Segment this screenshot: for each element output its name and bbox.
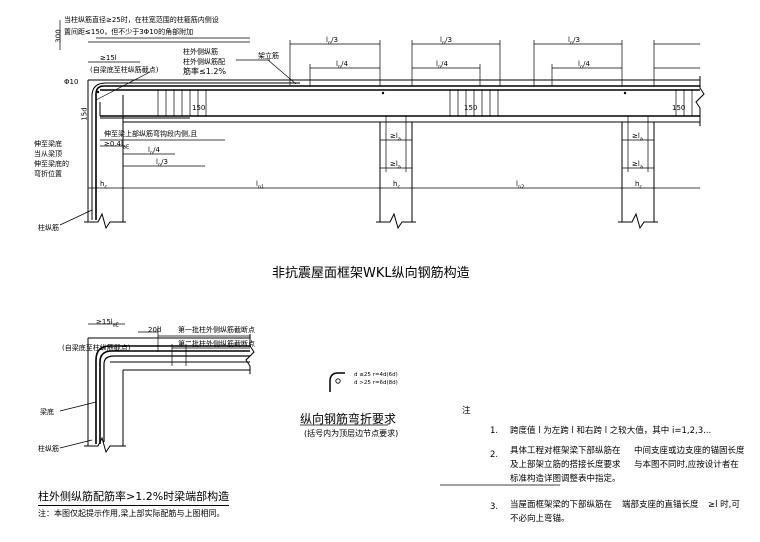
bottom-rebar-note-1: 伸至梁上部纵筋弯钩段内侧,且 [104,130,198,138]
bend-legend-1: d ≤25 r=4d(6d) [354,372,398,378]
side-note-2: 当从梁顶 [34,150,62,158]
ln2-label: ln2 [516,180,525,191]
hc-label-2: hc [393,180,401,191]
ln4-label-c: ln/4 [578,60,590,71]
note-3-text-c: ≥l 时,可 [708,500,740,510]
second-batch-label: 第二批柱外侧纵筋截断点 [178,340,255,348]
note-2-text-c: 及上部架立筋的搭接长度要求 [510,460,621,470]
note-1-text: 跨度值 l 为左跨 l 和右跨 l 之较大值，其中 i=1,2,3... [510,426,712,436]
notes-heading: 注 [462,406,471,416]
overlap-label: 架立筋 [258,52,279,60]
dim-300: 300 [54,29,63,43]
note-2-text-e: 标准构造详图调整表中指定。 [510,474,621,484]
note-3-num: 3. [490,502,499,512]
bend-legend-2: d >25 r=6d(8d) [354,380,398,386]
dim-150-c: 150 [672,104,686,112]
note-2-text-d: 与本图不同时,应按设计者在 [634,460,739,470]
corner-note-1: 当柱纵筋直径≥25时，在柱宽范围的柱箍筋内侧设 [64,16,219,24]
corner-note-2: 置间距≤150，但不少于3Φ10的角部附加 [64,28,194,36]
side-note-4: 弯折位置 [34,170,62,178]
dim-150-b: 150 [464,104,478,112]
first-batch-label: 第一批柱外侧纵筋截断点 [178,326,255,334]
ln1-label: ln1 [256,180,265,191]
ln3-label-c: ln/3 [568,36,580,47]
ln4-label-a: ln/4 [336,60,348,71]
dim-15-vertical: 15d [80,107,89,121]
bend-detail-title: 纵向钢筋弯折要求 [300,412,397,426]
note-2-text-b: 中间支座或边支座的锚固长度 [634,446,745,456]
note-3-text-d: 不必向上弯锚。 [510,514,570,524]
col-outer-3: 筋率≤1.2% [183,67,227,76]
lower-column-rebar-label: 柱纵筋 [38,445,59,453]
lae-label-2: ≥la [632,132,643,143]
lower-left-title: 柱外侧纵筋配筋率>1.2%时梁端部构造 [38,488,230,506]
r-d-label: Φ10 [64,78,79,86]
side-note-1: 伸至梁底 [34,140,62,148]
bend-detail-subtitle: (括号内为顶层边节点要求) [304,429,399,438]
hc-label-3: hc [635,180,643,191]
ln3-label-a: ln/3 [326,36,338,47]
lae-label-1b: ≥la [390,160,401,171]
lower-dim-20d: 20d [148,326,162,334]
from-beam-bottom: (自梁底至柱纵筋截点) [90,66,159,74]
note-3-text-a: 当屋面框架梁的下部纵筋在 [510,500,613,510]
note-2-text-a: 具体工程对框架梁下部纵筋在 [510,446,621,456]
lae-label-1: ≥la [390,132,401,143]
note-3-text-b: 端部支座的直锚长度 [622,500,699,510]
column-rebar-label: 柱纵筋 [38,224,59,232]
dim-150-a: 150 [192,104,206,112]
ln3-label-b: ln/3 [440,36,452,47]
dim-15lae: ≥15l [100,54,117,62]
hc-label-1: hc [100,180,108,191]
bottom-rebar-note-2: ≥0.4laE [104,140,130,151]
lae-label-2b: ≥la [632,160,643,171]
top-detail-title: 非抗震屋面框架WKL纵向钢筋构造 [272,266,470,281]
ln4-label-b: ln/4 [436,60,448,71]
ln4-left-label: ln/4 [148,146,160,157]
ln3-left-label: ln/3 [156,158,168,169]
side-note-3: 伸至梁底的 [34,160,69,168]
beam-bottom-label: 梁底 [40,408,54,416]
lower-left-note: 注：本图仅起提示作用,梁上部实际配筋与上图相同。 [38,509,225,518]
note-2-num: 2. [490,450,499,460]
lower-from-beam-bottom: (自梁底至柱纵筋截点) [62,344,131,352]
col-outer-2: 柱外侧纵筋配 [183,58,225,66]
lower-dim-15lae: ≥15laE [96,318,119,329]
note-1-num: 1. [490,426,499,436]
col-outer-1: 柱外侧纵筋 [183,48,218,56]
